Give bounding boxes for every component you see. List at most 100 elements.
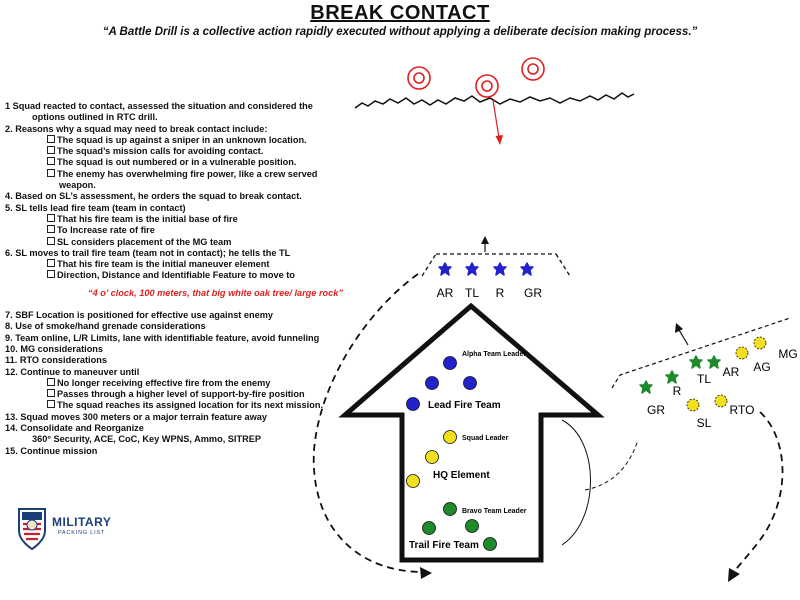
left-route-arrowhead bbox=[420, 567, 432, 579]
step-item: 8. Use of smoke/hand grenade considerati… bbox=[5, 321, 350, 332]
right-route-arrowhead bbox=[728, 568, 740, 582]
step-item: 14. Consolidate and Reorganize bbox=[5, 423, 350, 434]
left-maneuver-route bbox=[312, 273, 421, 573]
enemy-terrain-line bbox=[354, 92, 635, 109]
step-subitem: No longer receiving effective fire from … bbox=[5, 377, 350, 389]
step-continuation: options outlined in RTC drill. bbox=[5, 112, 350, 123]
step-subitem-continuation: weapon. bbox=[5, 180, 350, 191]
checkbox-bullet-icon bbox=[47, 168, 55, 177]
right-label-sl: SL bbox=[697, 416, 712, 430]
step-text: weapon. bbox=[59, 180, 96, 191]
step-text: 9. Team online, L/R Limits, lane with id… bbox=[5, 332, 320, 343]
step-text: 7. SBF Location is positioned for effect… bbox=[5, 310, 274, 321]
step-text: 8. Use of smoke/hand grenade considerati… bbox=[5, 321, 206, 332]
checkbox-bullet-icon bbox=[47, 213, 55, 222]
step-text: The squad is up against a sniper in an u… bbox=[57, 134, 307, 145]
right-label-rto: RTO bbox=[730, 403, 755, 417]
lead-fire-team-label: Lead Fire Team bbox=[428, 400, 501, 411]
battle-drill-quote: “A Battle Drill is a collective action r… bbox=[102, 26, 698, 38]
step-text: 13. Squad moves 300 meters or a major te… bbox=[5, 411, 267, 422]
top-team-markers bbox=[438, 262, 534, 276]
step-text: Direction, Distance and Identifiable Fea… bbox=[57, 270, 295, 281]
right-marker-gr bbox=[639, 380, 653, 394]
checkbox-bullet-icon bbox=[47, 146, 55, 155]
step-subitem: Direction, Distance and Identifiable Fea… bbox=[5, 270, 350, 281]
right-marker-tl bbox=[689, 355, 703, 369]
top-label-gr: GR bbox=[524, 286, 542, 300]
step-text: 12. Continue to maneuver until bbox=[5, 366, 140, 377]
right-marker-ar bbox=[707, 355, 721, 369]
step-item: 5. SL tells lead fire team (team in cont… bbox=[5, 203, 350, 214]
top-label-r: R bbox=[496, 286, 505, 300]
step-text: 11. RTO considerations bbox=[5, 355, 107, 366]
bravo-team-leader-marker bbox=[443, 502, 457, 516]
step-text: 15. Continue mission bbox=[5, 445, 98, 456]
step-text: No longer receiving effective fire from … bbox=[57, 377, 271, 388]
step-text: 6. SL moves to trail fire team (team not… bbox=[5, 247, 291, 258]
top-team-marker-r bbox=[493, 262, 507, 276]
checkbox-bullet-icon bbox=[47, 400, 55, 409]
step-subitem: That his fire team is the initial base o… bbox=[5, 213, 350, 225]
right-marker-mg bbox=[753, 336, 767, 350]
page-title: BREAK CONTACT bbox=[310, 2, 490, 24]
checkbox-bullet-icon bbox=[47, 134, 55, 143]
top-label-tl: TL bbox=[465, 286, 479, 300]
step-text: 360° Security, ACE, CoC, Key WPNS, Ammo,… bbox=[32, 434, 261, 445]
right-marker-ag bbox=[735, 346, 749, 360]
right-group-advance-arrow bbox=[675, 323, 689, 346]
step-subitem: Passes through a higher level of support… bbox=[5, 389, 350, 400]
right-group-bracket bbox=[611, 317, 791, 389]
checkbox-bullet-icon bbox=[47, 270, 55, 279]
step-text: That his fire team is the initial maneuv… bbox=[57, 259, 270, 270]
top-team-marker-ar bbox=[438, 262, 452, 276]
military-packing-list-logo bbox=[18, 508, 46, 551]
alpha-team-member-marker bbox=[463, 376, 477, 390]
enemy-target-1 bbox=[407, 66, 431, 90]
bravo-team-leader-label: Bravo Team Leader bbox=[462, 508, 527, 515]
right-label-gr: GR bbox=[647, 403, 665, 417]
step-continuation: 360° Security, ACE, CoC, Key WPNS, Ammo,… bbox=[5, 434, 350, 445]
alpha-team-leader-label: Alpha Team Leader bbox=[462, 351, 526, 358]
alpha-team-member-marker bbox=[406, 397, 420, 411]
hq-connector-curve bbox=[561, 419, 591, 546]
top-team-marker-gr bbox=[520, 262, 534, 276]
squad-leader-marker bbox=[443, 430, 457, 444]
step-subitem: To Increase rate of fire bbox=[5, 225, 350, 236]
right-label-mg: MG bbox=[778, 347, 797, 361]
step-text: 5. SL tells lead fire team (team in cont… bbox=[5, 202, 186, 213]
step-subitem: The enemy has overwhelming fire power, l… bbox=[5, 168, 350, 180]
step-text: 1 Squad reacted to contact, assessed the… bbox=[5, 101, 313, 111]
alpha-team-member-marker bbox=[425, 376, 439, 390]
step-subitem: That his fire team is the initial maneuv… bbox=[5, 259, 350, 270]
step-text: 2. Reasons why a squad may need to break… bbox=[5, 123, 268, 134]
hq-element-label: HQ Element bbox=[433, 470, 490, 481]
step-text: “4 o’ clock, 100 meters, that big white … bbox=[88, 287, 343, 298]
top-label-ar: AR bbox=[437, 286, 454, 300]
step-text: The squad reaches its assigned location … bbox=[57, 400, 323, 411]
right-label-ar: AR bbox=[723, 365, 740, 379]
hq-member-marker bbox=[425, 450, 439, 464]
squad-leader-label: Squad Leader bbox=[462, 435, 509, 442]
alpha-team-leader-marker bbox=[443, 356, 457, 370]
right-label-tl: TL bbox=[697, 372, 711, 386]
step-item: 4. Based on SL’s assessment, he orders t… bbox=[5, 191, 350, 202]
step-text: The squad’s mission calls for avoiding c… bbox=[57, 146, 264, 157]
checkbox-bullet-icon bbox=[47, 377, 55, 386]
enemy-target-2 bbox=[475, 74, 499, 98]
logo-subtitle: PACKING LIST bbox=[58, 530, 106, 536]
right-marker-r bbox=[665, 370, 679, 384]
bravo-team-member-marker bbox=[483, 537, 497, 551]
top-team-bracket bbox=[421, 253, 571, 277]
step-text: That his fire team is the initial base o… bbox=[57, 213, 238, 224]
checkbox-bullet-icon bbox=[47, 225, 55, 234]
right-marker-rto bbox=[714, 394, 728, 408]
logo-title: MILITARY bbox=[52, 515, 112, 529]
step-text: Passes through a higher level of support… bbox=[57, 389, 305, 400]
squad-movement-arrow bbox=[338, 302, 605, 563]
right-label-r: R bbox=[673, 384, 682, 398]
enemy-target-3 bbox=[521, 57, 545, 81]
checkbox-bullet-icon bbox=[47, 236, 55, 245]
hq-member-marker bbox=[406, 474, 420, 488]
example-direction-quote: “4 o’ clock, 100 meters, that big white … bbox=[5, 288, 350, 299]
step-item: 13. Squad moves 300 meters or a major te… bbox=[5, 412, 350, 423]
